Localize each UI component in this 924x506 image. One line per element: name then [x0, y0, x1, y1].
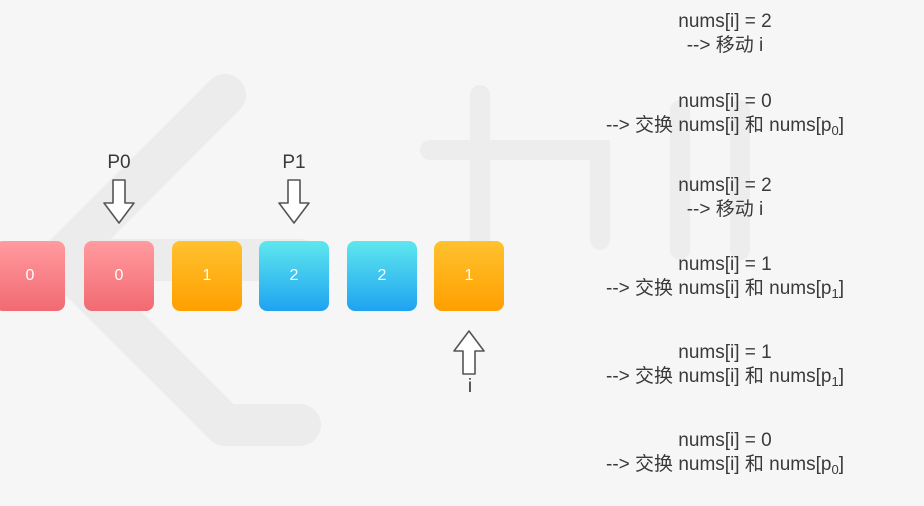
- p1-label: P1: [282, 152, 306, 173]
- annotation-action: --> 交换 nums[i] 和 nums[p1]: [606, 366, 844, 389]
- array-box-4: 2: [347, 241, 417, 311]
- annotation-action: --> 交换 nums[i] 和 nums[p0]: [606, 454, 844, 477]
- i-up-arrow-icon: [453, 330, 485, 375]
- annotation-step-2: nums[i] = 0 --> 交换 nums[i] 和 nums[p0]: [560, 90, 890, 138]
- annotation-condition: nums[i] = 1: [678, 342, 772, 363]
- annotation-condition: nums[i] = 0: [678, 91, 772, 112]
- array-box-5: 1: [434, 241, 504, 311]
- p0-label: P0: [107, 152, 131, 173]
- array-box-1: 0: [84, 241, 154, 311]
- i-label: i: [467, 376, 473, 397]
- annotation-action: --> 移动 i: [686, 199, 764, 220]
- annotation-condition: nums[i] = 2: [678, 11, 772, 32]
- annotation-condition: nums[i] = 2: [678, 175, 772, 196]
- annotation-step-5: nums[i] = 1 --> 交换 nums[i] 和 nums[p1]: [560, 341, 890, 389]
- p1-down-arrow-icon: [278, 179, 310, 224]
- annotation-condition: nums[i] = 0: [678, 430, 772, 451]
- annotation-action: --> 移动 i: [686, 35, 764, 56]
- annotation-condition: nums[i] = 1: [678, 254, 772, 275]
- p0-down-arrow-icon: [103, 179, 135, 224]
- annotation-step-6: nums[i] = 0 --> 交换 nums[i] 和 nums[p0]: [560, 429, 890, 477]
- annotation-step-1: nums[i] = 2 --> 移动 i: [560, 10, 890, 58]
- annotation-action: --> 交换 nums[i] 和 nums[p0]: [606, 115, 844, 138]
- array-box-3: 2: [259, 241, 329, 311]
- annotation-step-4: nums[i] = 1 --> 交换 nums[i] 和 nums[p1]: [560, 253, 890, 301]
- array-box-0: 0: [0, 241, 65, 311]
- annotation-action: --> 交换 nums[i] 和 nums[p1]: [606, 278, 844, 301]
- array-box-2: 1: [172, 241, 242, 311]
- annotation-step-3: nums[i] = 2 --> 移动 i: [560, 174, 890, 222]
